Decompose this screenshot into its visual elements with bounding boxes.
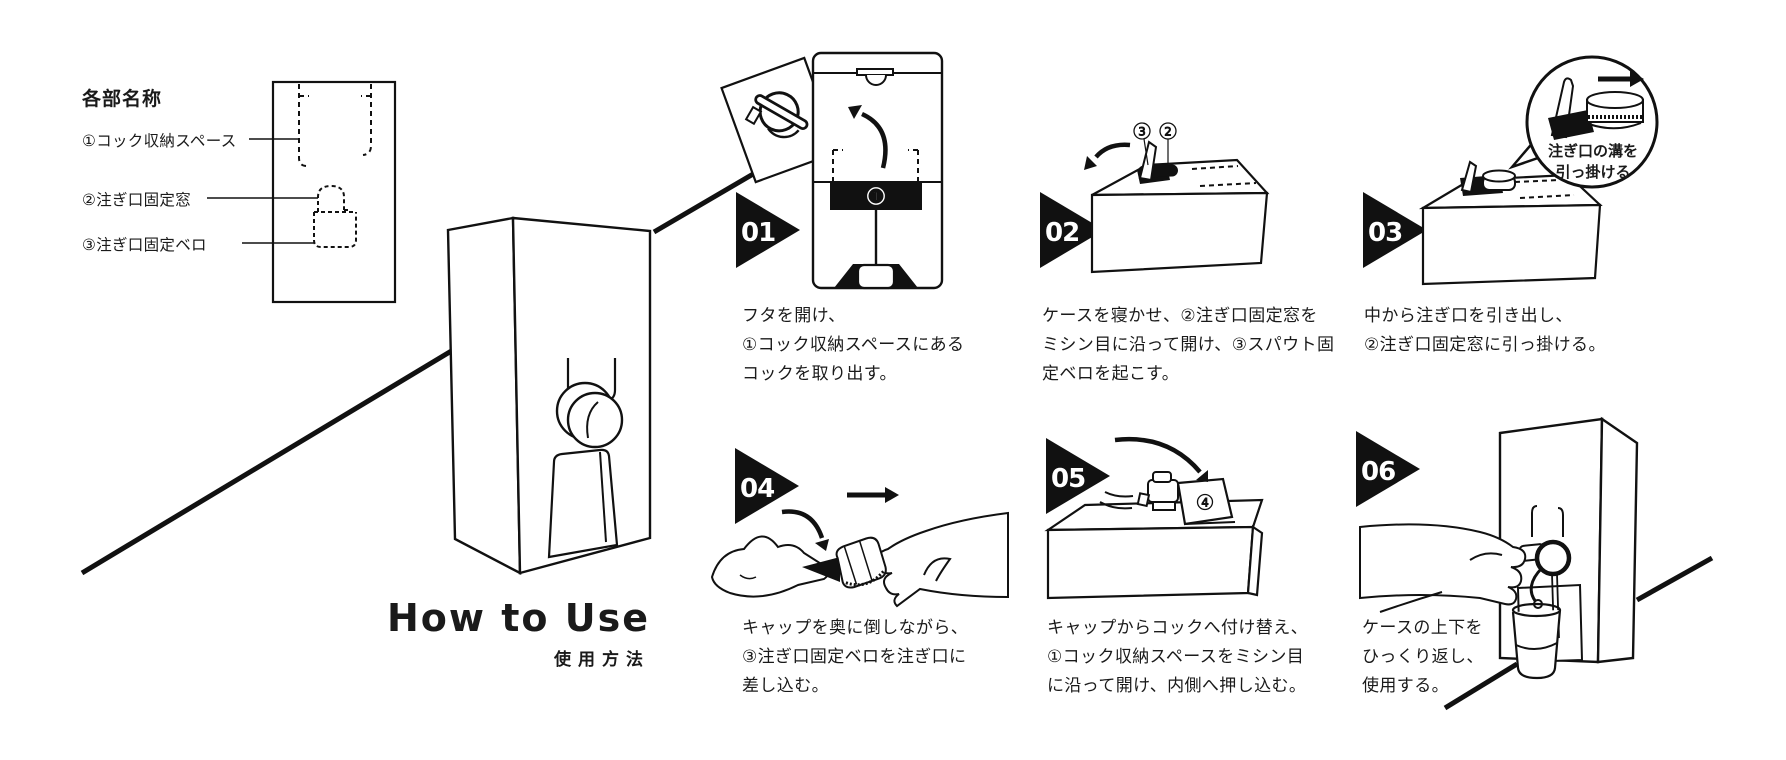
step-01-text: フタを開け、 ①コック収納スペースにある コックを取り出す。 — [742, 306, 965, 384]
marker-circle-1 — [867, 187, 885, 205]
center-box-illustration — [80, 160, 774, 576]
marker-digit-2: 2 — [1164, 125, 1171, 139]
table-edge-left — [1443, 661, 1519, 711]
curved-arrow-left — [1094, 142, 1131, 159]
marker-leader-lines — [1143, 138, 1169, 166]
step-06-illustration — [1359, 416, 1714, 711]
cock-space-outline — [298, 84, 372, 167]
cock-ring — [758, 91, 800, 133]
marker-digit-3: 3 — [1138, 125, 1145, 139]
step-04-text: キャップを奥に倒しながら、 ③注ぎ口固定ベロを注ぎ口に 差し込む。 — [742, 618, 969, 696]
perforation-dashes — [1191, 165, 1257, 187]
step-03-text: 中から注ぎ口を引き出し、 ②注ぎ口固定窓に引っ掛ける。 — [1364, 306, 1606, 355]
cock-spigot — [1529, 566, 1544, 603]
main-title: How to Use 使用方法 — [340, 598, 650, 670]
parts-diagram-illustration — [207, 80, 397, 304]
curved-arrow-up — [860, 111, 888, 169]
step-03-number: 03 — [1368, 218, 1402, 248]
gusset-tab — [856, 263, 896, 290]
step-04-illustration — [710, 487, 1009, 608]
attached-cock — [1136, 471, 1179, 511]
step-02-illustration: 3 2 — [1084, 122, 1270, 274]
right-hand — [876, 511, 1009, 608]
step-04-number-badge: 04 — [735, 448, 799, 524]
label-band — [830, 182, 922, 210]
step-05-number-badge: 05 — [1046, 438, 1110, 514]
part-label-spout-window: ②注ぎ口固定窓 — [82, 191, 191, 209]
marker-digit-1: 1 — [872, 190, 879, 204]
liquid-level — [1515, 642, 1558, 650]
cap-in-hand — [835, 536, 887, 589]
step-02-number-badge: 02 — [1040, 192, 1104, 268]
marker-digit-4: 4 — [1201, 496, 1208, 510]
step-02-text: ケースを寝かせ、②注ぎ口固定窓を ミシン目に沿って開け、③スパウト固 定ベロを起… — [1042, 306, 1335, 384]
step-06-number-badge: 06 — [1356, 431, 1420, 507]
table-edge-right — [1635, 555, 1714, 603]
hand — [1359, 523, 1527, 606]
step-04-number: 04 — [740, 474, 774, 504]
main-title-ja: 使用方法 — [554, 650, 650, 670]
callout-cap-top — [1586, 91, 1644, 109]
glass — [1511, 609, 1562, 680]
parts-legend-title: 各部名称 — [82, 88, 163, 110]
spout-cap — [566, 391, 624, 449]
step-01-number: 01 — [741, 218, 775, 248]
table-edge-line-left — [80, 347, 455, 576]
step-01-number-badge: 01 — [736, 192, 800, 268]
tab-insert — [802, 557, 840, 582]
step-05-illustration: 4 — [1044, 436, 1264, 600]
curved-arrow-over — [1114, 436, 1202, 474]
step-03-callout-text: 注ぎ口の溝を 引っ掛ける — [1547, 142, 1638, 181]
step-02-number: 02 — [1045, 218, 1079, 248]
step-06-number: 06 — [1361, 457, 1395, 487]
hooked-cap-top — [1482, 169, 1516, 183]
lid-notch — [865, 74, 887, 86]
part-label-cock-space: ①コック収納スペース — [82, 132, 237, 150]
marker-circle-3 — [1133, 122, 1151, 140]
curved-arrow-down — [781, 509, 825, 539]
window-cut-lines — [1099, 491, 1134, 510]
step-05-number: 05 — [1051, 464, 1085, 494]
right-hand-thumb — [923, 557, 952, 582]
step-06-text: ケースの上下を ひっくり返し、 使用する。 — [1362, 618, 1484, 696]
step-03-illustration — [1418, 55, 1659, 286]
cock-ring — [1534, 539, 1572, 577]
main-title-en: How to Use — [387, 596, 650, 640]
part-label-spout-tab: ③注ぎ口固定ベロ — [82, 236, 207, 254]
window-lines — [1531, 505, 1564, 537]
step-03-number-badge: 03 — [1363, 192, 1427, 268]
hand-thumb — [1469, 552, 1503, 561]
step-01-illustration: 1 — [720, 51, 944, 290]
cock-package — [720, 56, 840, 184]
opening-flap — [547, 448, 619, 559]
step-05-text: キャップからコックへ付け替え、 ①コック収納スペースをミシン目 に沿って開け、内… — [1047, 618, 1308, 696]
marker-circle-4 — [1196, 493, 1214, 511]
spout-tab-outline — [313, 211, 357, 248]
wrist-line — [1379, 591, 1443, 613]
raised-tab — [1460, 160, 1478, 194]
